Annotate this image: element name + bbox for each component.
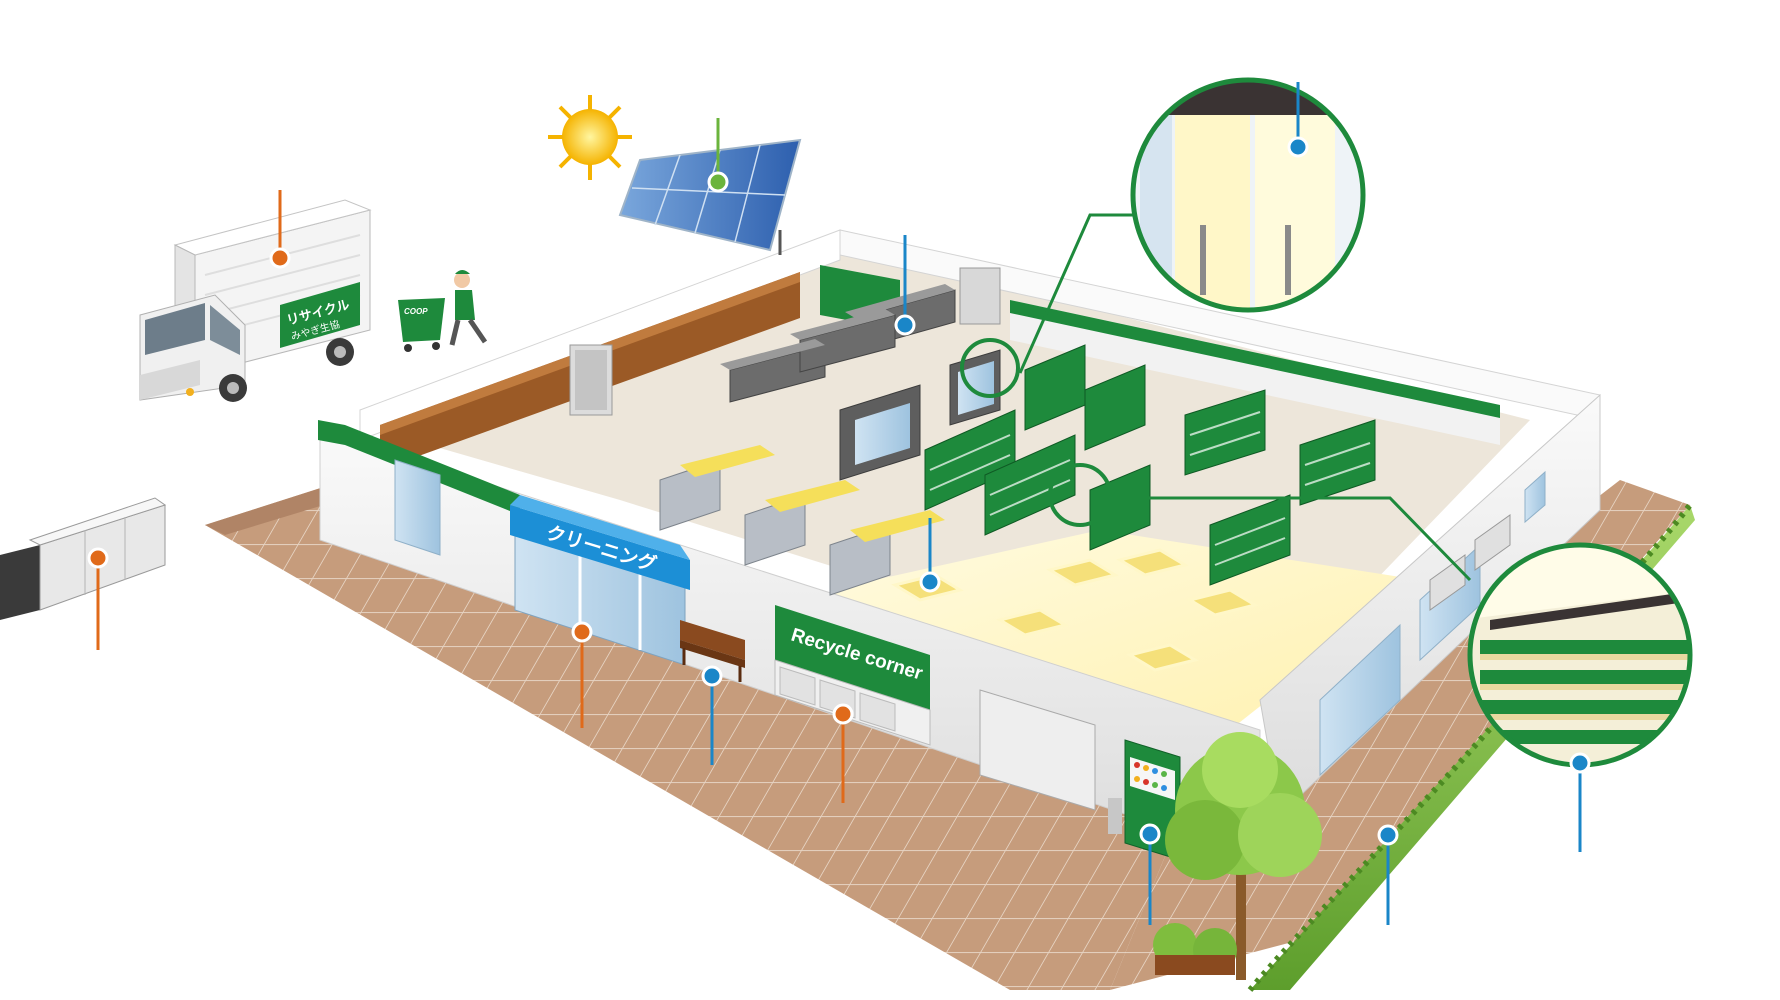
solar-panel bbox=[620, 140, 800, 255]
sun bbox=[548, 95, 632, 180]
delivery-box bbox=[0, 498, 165, 620]
recycle-truck: リサイクル みやぎ生協 bbox=[140, 200, 370, 402]
shelf-light-pin[interactable] bbox=[1571, 754, 1589, 852]
coop-cart-worker: COOP bbox=[398, 270, 485, 352]
cart-logo: COOP bbox=[404, 307, 428, 316]
delivery-box-pin[interactable] bbox=[89, 549, 107, 650]
